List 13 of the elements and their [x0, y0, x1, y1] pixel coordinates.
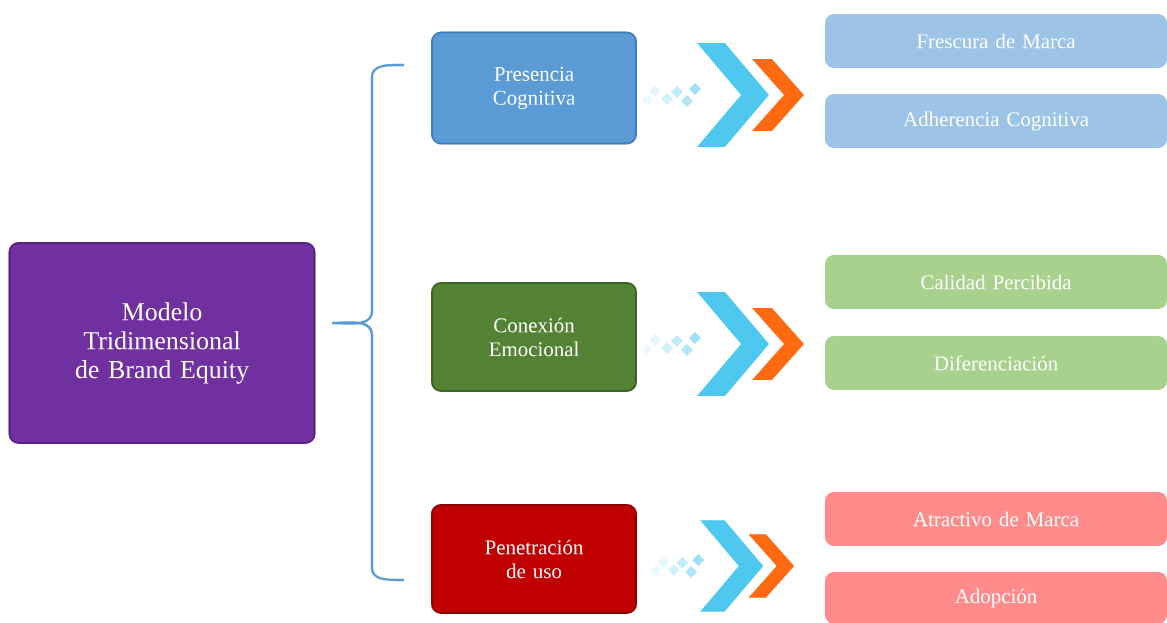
- factor-box: Atractivo de Marca: [825, 492, 1167, 546]
- dimension-box: Presencia Cognitiva: [431, 31, 637, 145]
- factor-box: Calidad Percibida: [825, 255, 1167, 309]
- factor-box: Frescura de Marca: [825, 14, 1167, 68]
- chevron-arrow: [650, 520, 795, 612]
- dimension-box: Penetración de uso: [431, 504, 637, 614]
- factor-box: Diferenciación: [825, 336, 1167, 390]
- factor-box: Adopción: [825, 572, 1167, 623]
- main-concept-box: Modelo Tridimensional de Brand Equity: [8, 242, 316, 444]
- chevron-arrow: [641, 292, 804, 396]
- factor-box: Adherencia Cognitiva: [825, 94, 1167, 148]
- dimension-box: Conexión Emocional: [431, 282, 637, 392]
- chevron-arrow: [641, 43, 804, 147]
